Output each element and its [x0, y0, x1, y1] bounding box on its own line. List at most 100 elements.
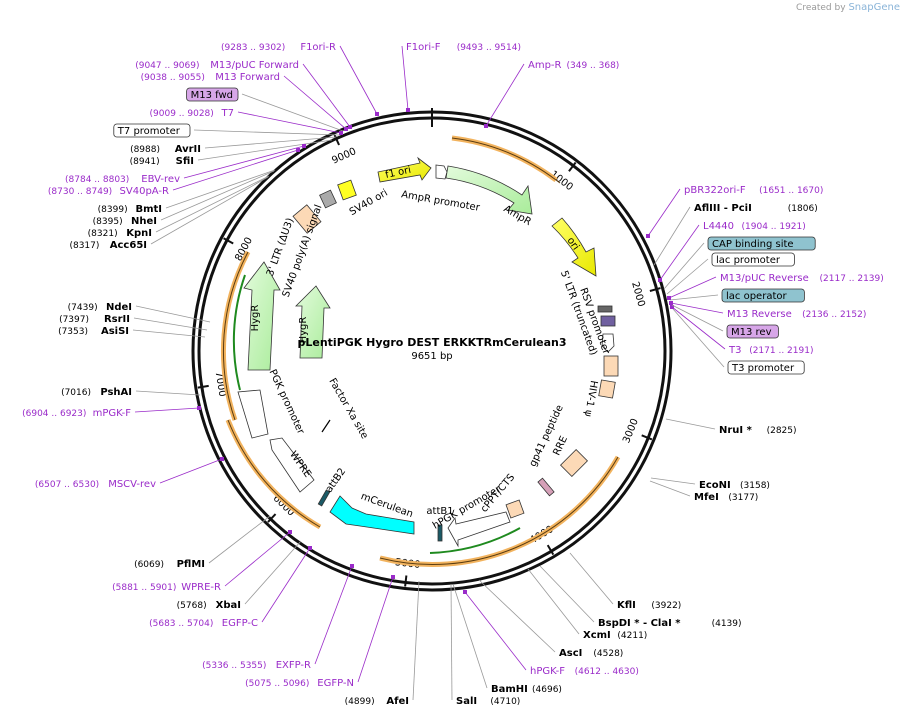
label-primer-wpre-r[interactable]: WPRE-R(5881 .. 5901) [112, 530, 292, 593]
label-name: hPGK-F [530, 666, 565, 677]
leader-line [133, 317, 208, 331]
plasmid-length: 9651 bp [411, 351, 452, 362]
label-enzyme-sali[interactable]: SalI(4710) [450, 583, 520, 707]
leader-line [668, 276, 717, 299]
label-enzyme-sfii[interactable]: SfiI(8941) [130, 139, 333, 167]
label-enzyme-ndei[interactable]: NdeI(7439) [68, 302, 211, 323]
leader-line [357, 576, 394, 683]
label-name: NruI * [719, 425, 753, 436]
leader-line [452, 583, 488, 689]
orf-arcs [220, 135, 621, 567]
label-name: EGFP-C [222, 618, 258, 629]
f1-ori-label: f1 ori [384, 165, 412, 181]
label-range: (2117 .. 2139) [820, 274, 884, 284]
label-range: (3177) [728, 493, 758, 503]
label-enzyme-pshai[interactable]: PshAI(7016) [61, 387, 201, 398]
label-primer-ebv-rev[interactable]: EBV-rev(8784 .. 8803) [65, 144, 306, 185]
label-feature_box-lac-operator[interactable]: lac operator [669, 288, 805, 303]
ampr-tail [555, 179, 561, 184]
hygr-inner-arrow [295, 285, 331, 359]
label-range: (7439) [68, 303, 98, 313]
label-primer-mscv-rev[interactable]: MSCV-rev (6507 .. 6530) [35, 457, 224, 490]
leader-line [193, 129, 340, 136]
inner-label: AmpR promoter [400, 189, 481, 214]
label-enzyme-kfli[interactable]: KflI(3922) [569, 552, 681, 611]
label-range: (5336 .. 5355) [202, 661, 266, 671]
label-feature_box-t7-promoter[interactable]: T7 promoter [113, 123, 340, 138]
outer-labels: F1ori-R(9283 .. 9302) F1ori-F(9493 .. 951… [22, 42, 884, 707]
label-primer-t7[interactable]: T7(9009 .. 9028) [150, 108, 343, 135]
credit-prefix: Created by [796, 3, 846, 13]
label-enzyme-pflmi[interactable]: PflMI(6069) [134, 515, 271, 570]
label-primer-t3[interactable]: T3(2171 .. 2191) [670, 305, 813, 356]
label-name: Acc65I [110, 240, 147, 251]
label-enzyme-asci[interactable]: AscI(4528) [478, 579, 623, 659]
label-enzyme-nrui-[interactable]: NruI *(2825) [665, 418, 797, 436]
primer-mark [375, 112, 379, 116]
label-primer-hpgk-f[interactable]: hPGK-F(4612 .. 4630) [463, 590, 639, 677]
label-enzyme-bamhi[interactable]: BamHI(4696) [452, 583, 562, 695]
label-name: F1ori-R [300, 42, 336, 53]
label-enzyme-acc65i[interactable]: Acc65I(8317) [69, 176, 269, 251]
leader-line [204, 136, 337, 149]
label-primer-amp-r[interactable]: Amp-R(349 .. 368) [484, 60, 619, 128]
inner-label: Factor Xa site [326, 377, 370, 441]
label-primer-l4440[interactable]: L4440(1904 .. 1921) [658, 221, 806, 282]
leader-line [160, 170, 275, 221]
tick-9000 [333, 134, 340, 146]
label-enzyme-xcmi[interactable]: XcmI(4211) [527, 568, 647, 641]
inner-label: HygR [250, 305, 261, 332]
label-enzyme-mfei[interactable]: MfeI(3177) [649, 480, 758, 503]
leader-line [649, 480, 691, 497]
label-range: (6507 .. 6530) [35, 480, 99, 490]
label-primer-f1ori-r[interactable]: F1ori-R(9283 .. 9302) [221, 42, 379, 116]
label-primer-f1ori-f[interactable]: F1ori-F(9493 .. 9514) [401, 42, 521, 112]
primer-mark [670, 305, 674, 309]
label-enzyme-econi[interactable]: EcoNI(3158) [650, 477, 770, 491]
label-feature_box-cap-binding-site[interactable]: CAP binding site [663, 236, 816, 290]
leader-line [569, 552, 614, 605]
label-primer-m13-forward[interactable]: M13 Forward(9038 .. 9055) [141, 72, 348, 131]
inner-label: attB1 [426, 506, 453, 517]
label-primer-mpgk-f[interactable]: mPGK-F(6904 .. 6923) [22, 406, 201, 419]
factor-xa-mark [321, 419, 331, 433]
label-primer-m13-reverse[interactable]: M13 Reverse(2136 .. 2152) [669, 301, 866, 320]
label-name: PflMI [177, 559, 205, 570]
label-enzyme-rsrii[interactable]: RsrII(7397) [59, 314, 208, 331]
label-primer-m13-puc-forward[interactable]: M13/pUC Forward(9047 .. 9069) [135, 60, 352, 129]
label-feature_box-m13-rev[interactable]: M13 rev [671, 304, 779, 339]
label-enzyme-afei[interactable]: AfeI(4899) [345, 580, 420, 707]
primer-mark [344, 127, 348, 131]
leader-line [485, 63, 525, 127]
label-primer-m13-puc-reverse[interactable]: M13/pUC Reverse(2117 .. 2139) [667, 273, 884, 300]
label-name: MSCV-rev [108, 479, 156, 490]
label-enzyme-asisi[interactable]: AsiSI(7353) [58, 326, 206, 338]
label-enzyme-xbai[interactable]: XbaI(5768) [177, 540, 302, 611]
label-primer-sv40pa-r[interactable]: SV40pA-R(8730 .. 8749) [48, 148, 300, 197]
label-name: EGFP-N [317, 678, 354, 689]
label-primer-egfp-c[interactable]: EGFP-C(5683 .. 5704) [149, 546, 312, 629]
label-enzyme-bmti[interactable]: BmtI(8399) [98, 169, 276, 215]
label-feature_box-m13-fwd[interactable]: M13 fwd [186, 87, 344, 132]
label-name: M13 Reverse [727, 309, 792, 320]
feature-box-text: lac promoter [716, 255, 781, 266]
label-primer-egfp-n[interactable]: EGFP-N (5075 .. 5096) [245, 575, 395, 689]
tick-7000 [197, 384, 209, 389]
leader-line [314, 565, 353, 665]
label-primer-pbr322ori-f[interactable]: pBR322ori-F(1651 .. 1670) [646, 185, 823, 238]
label-primer-exfp-r[interactable]: EXFP-R(5336 .. 5355) [202, 564, 354, 671]
label-range: (5075 .. 5096) [245, 679, 309, 689]
green-arc-mcerulean [429, 527, 521, 554]
primer-mark [308, 546, 312, 550]
label-enzyme-afliii-pcii[interactable]: AflIII - PciI(1806) [653, 203, 818, 266]
label-range: (8399) [98, 205, 128, 215]
label-enzyme-kpni[interactable]: KpnI(8321) [88, 175, 270, 239]
label-enzyme-bspdi-clai-[interactable]: BspDI * - ClaI *(4139) [539, 565, 742, 629]
label-feature_box-t3-promoter[interactable]: T3 promoter [672, 308, 805, 375]
feature-box [113, 123, 191, 138]
leader-line [165, 169, 276, 209]
leader-line [653, 206, 691, 266]
label-enzyme-nhei[interactable]: NheI(8395) [93, 170, 275, 227]
label-feature_box-lac-promoter[interactable]: lac promoter [666, 252, 795, 295]
label-enzyme-avrii[interactable]: AvrII(8988) [130, 136, 337, 155]
